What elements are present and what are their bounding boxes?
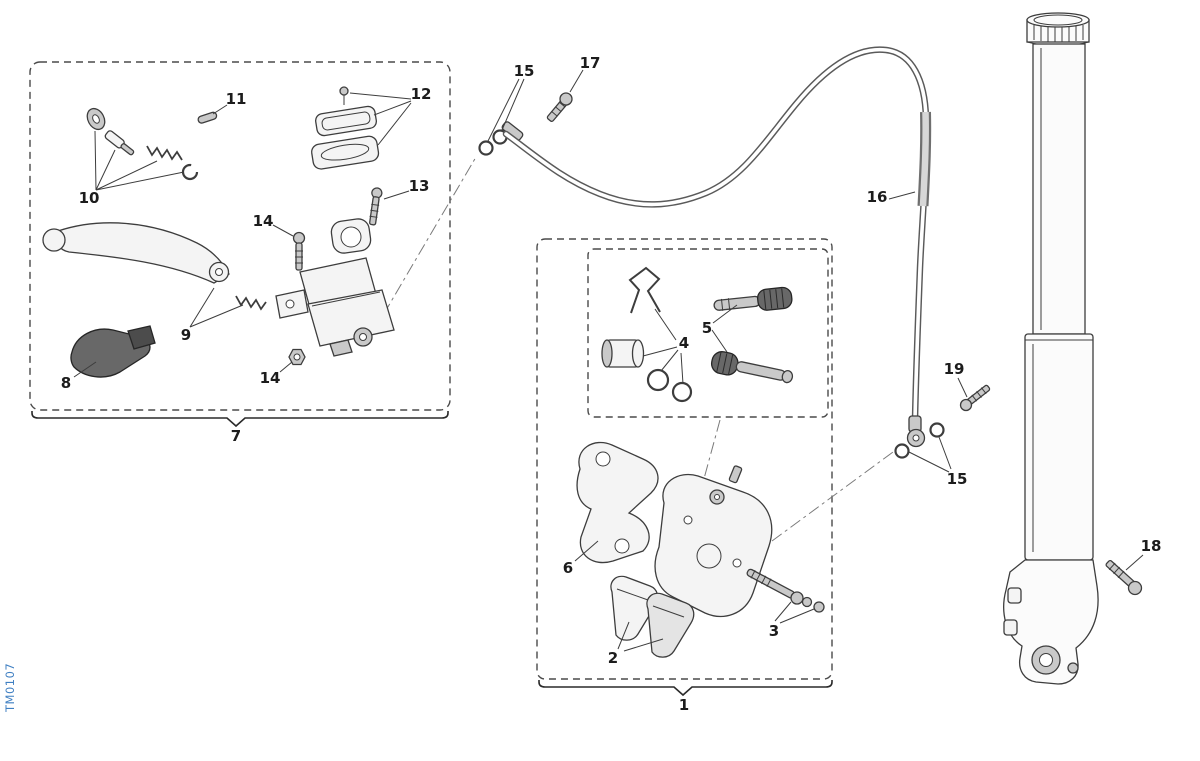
lever-guard: 8 [61, 325, 156, 392]
master-cylinder-group-frame: 7 [29, 61, 451, 445]
washer [801, 596, 813, 608]
callout-13-label: 13 [409, 177, 430, 195]
adjuster-spring [146, 145, 183, 161]
union-bolt: 19 [944, 360, 991, 412]
nut [813, 601, 825, 613]
caliper-bracket: 6 [563, 441, 659, 577]
callout-14-top-label: 14 [253, 212, 274, 230]
brake-pads: 2 [608, 575, 695, 667]
callout-17-label: 17 [580, 54, 601, 72]
callout-11-label: 11 [226, 90, 247, 108]
hose-union-lower: 15 [894, 415, 968, 488]
sealing-washer [894, 443, 910, 459]
fork-outer-tube [1024, 333, 1094, 561]
callout-6-label: 6 [563, 559, 573, 577]
callout-12-label: 12 [411, 85, 432, 103]
lever-spring [235, 295, 267, 311]
callout-19-label: 19 [944, 360, 965, 378]
callout-3-label: 3 [769, 622, 779, 640]
callout-15-right-label: 15 [947, 470, 968, 488]
callout-15-top-label: 15 [514, 62, 535, 80]
caliper-piston-seals: 4 [601, 308, 693, 403]
handlebar-clamp [330, 218, 372, 254]
clamp-bolt-upper: 14 [253, 212, 306, 271]
lever-ball-end [42, 228, 66, 252]
callout-14-bottom-label: 14 [260, 369, 281, 387]
callout-8-label: 8 [61, 374, 71, 392]
dust-seal [671, 381, 693, 403]
lever-pivot-pin: 11 [197, 90, 246, 124]
brake-switch [329, 339, 353, 357]
sealing-washer [929, 422, 945, 438]
union-screw: 17 [546, 54, 600, 122]
callout-7-label: 7 [231, 427, 241, 445]
adjuster-pin [104, 130, 135, 156]
callout-5-label: 5 [702, 319, 712, 337]
clamp-screw: 13 [369, 177, 430, 226]
callout-9-label: 9 [181, 326, 191, 344]
callout-16-label: 16 [867, 188, 888, 206]
cover-screw [339, 86, 349, 96]
hose-union-upper: 15 [478, 62, 535, 156]
drawing-code: TM0107 [3, 663, 17, 713]
lever-adjuster-parts: 10 [79, 107, 199, 207]
callout-4-label: 4 [679, 334, 689, 352]
callout-2-label: 2 [608, 649, 618, 667]
caliper-mount-bolt: 18 [1105, 537, 1162, 596]
caliper-body [654, 465, 773, 617]
piston-seal [646, 368, 670, 392]
callout-18-label: 18 [1141, 537, 1162, 555]
fork-leg [1003, 12, 1099, 685]
callout-1-label: 1 [679, 696, 689, 714]
cover-plate [315, 105, 377, 137]
assembly-lines [371, 156, 894, 542]
pad-pins: 5 [702, 286, 794, 384]
brake-lever: 9 [42, 222, 267, 344]
bleed-nipple [728, 465, 743, 484]
callout-10-label: 10 [79, 189, 100, 207]
caliper-mount-lug [1003, 619, 1018, 636]
caliper-bolt: 3 [746, 568, 825, 640]
pad-spring-clip [628, 266, 661, 314]
clamp-nut-lower: 14 [260, 348, 306, 387]
cover-diaphragm [311, 135, 380, 170]
circlip [181, 163, 199, 181]
brake-hose: 16 [502, 46, 932, 424]
master-cylinder-body [275, 257, 395, 357]
reservoir-cover: 12 [311, 85, 432, 170]
sealing-washer [478, 140, 494, 156]
caliper-mount-lug [1007, 587, 1022, 604]
caliper-group-frame: 1 [536, 238, 833, 714]
